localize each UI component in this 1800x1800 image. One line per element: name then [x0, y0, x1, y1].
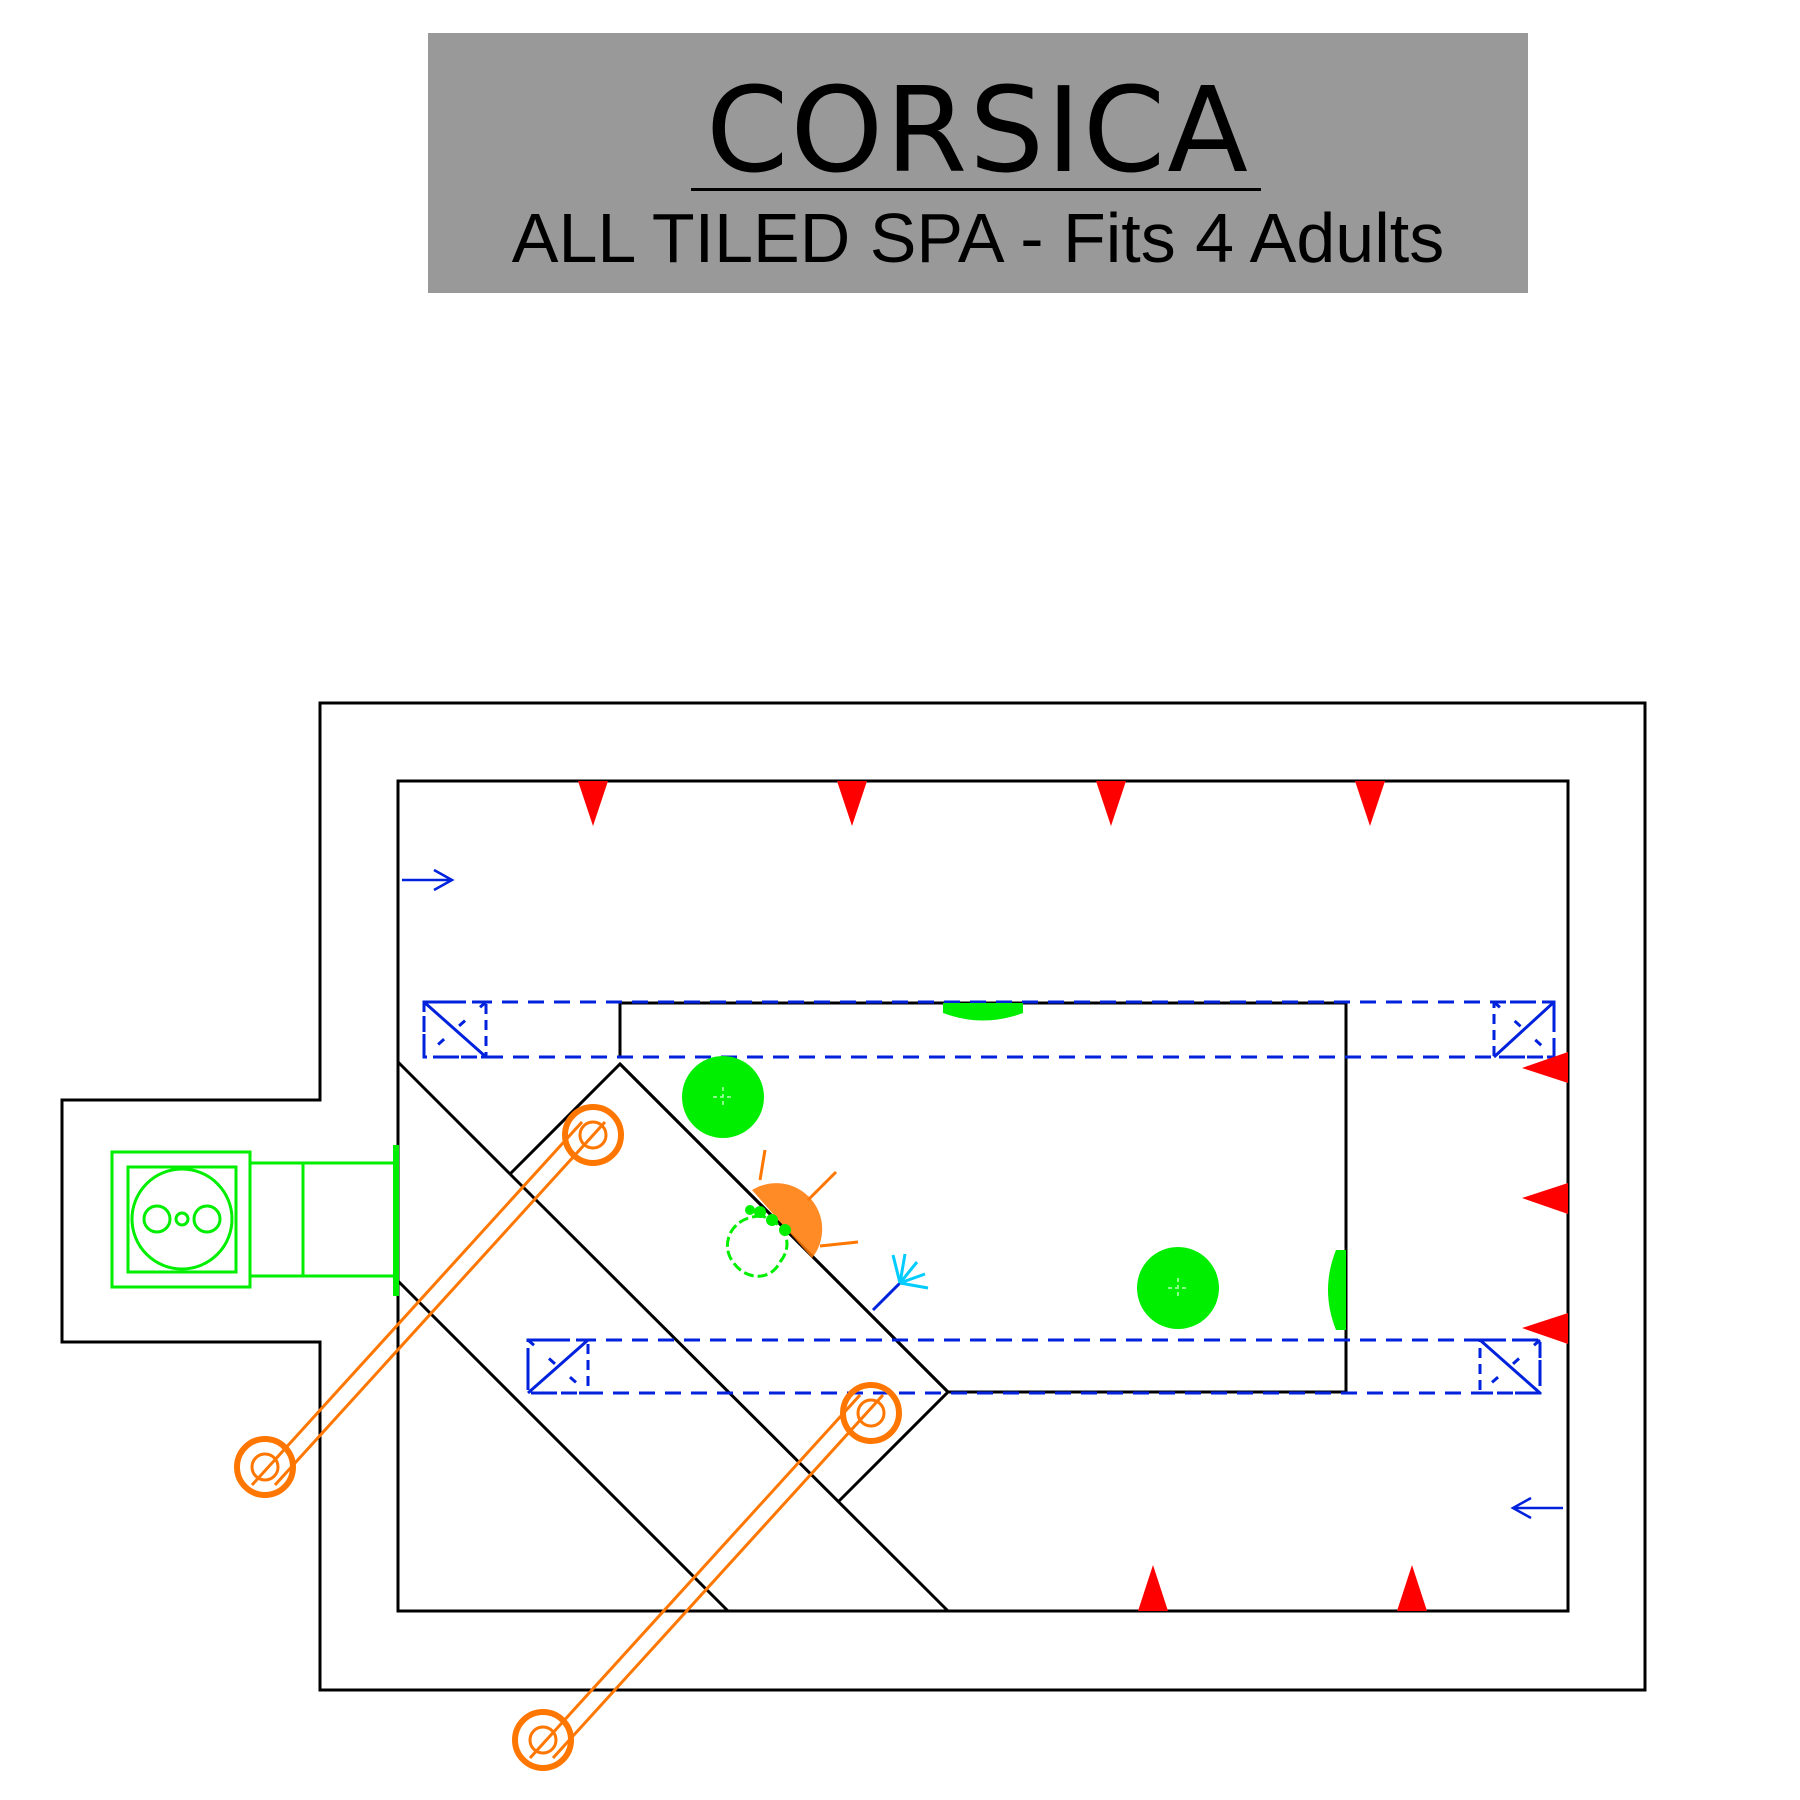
title-rule	[691, 188, 1261, 191]
filter-pump-icon	[110, 1145, 399, 1296]
step-edge-a	[396, 1060, 512, 1176]
drain-icon	[682, 1056, 1219, 1329]
title-box: CORSICA ALL TILED SPA - Fits 4 Adults	[428, 33, 1528, 293]
wall-fitting-icon	[943, 1003, 1023, 1021]
light-icon	[725, 1149, 859, 1278]
channel-box-icon	[422, 1000, 1556, 1395]
air-control-icon	[871, 1253, 929, 1312]
step-edge-b	[396, 1279, 730, 1613]
spa-inner-pool	[396, 779, 1570, 1613]
jet-icon	[578, 781, 1568, 1611]
title-name: CORSICA	[705, 61, 1251, 199]
wall-fitting-icon-side	[1328, 1250, 1346, 1330]
flow-arrow-icon	[402, 868, 1563, 1520]
title-subtitle: ALL TILED SPA - Fits 4 Adults	[511, 199, 1445, 277]
channel-bottom	[526, 1338, 1542, 1395]
spa-outer-outline	[60, 701, 1647, 1692]
pipe-icon	[234, 1104, 902, 1771]
